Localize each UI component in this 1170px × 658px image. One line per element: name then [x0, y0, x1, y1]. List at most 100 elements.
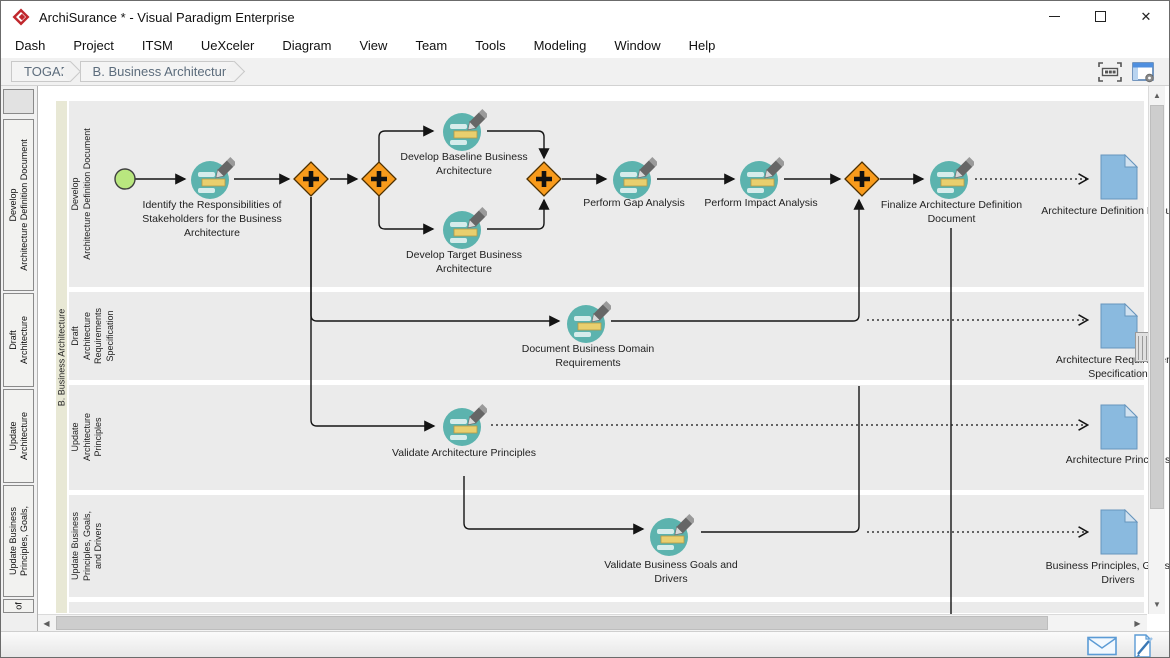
task-icon	[191, 156, 237, 199]
document-label: Architecture Principles	[1065, 454, 1169, 466]
fit-to-window-button[interactable]	[1097, 61, 1123, 83]
diagram-window-icon	[1132, 61, 1154, 82]
document-architecture-requirements-specification[interactable]	[1100, 302, 1139, 349]
messages-button[interactable]	[1087, 636, 1117, 657]
lane-label-update-ap: Update Architecture Principles	[70, 412, 104, 462]
task-label: Validate Architecture Principles	[392, 447, 536, 459]
scroll-down-button[interactable]: ▼	[1153, 600, 1161, 609]
task-icon	[443, 206, 489, 249]
document-architecture-definition-document[interactable]	[1100, 153, 1139, 200]
titlebar: ArchiSurance * - Visual Paradigm Enterpr…	[1, 1, 1169, 33]
maximize-button[interactable]	[1077, 1, 1123, 32]
menu-item-project[interactable]: Project	[73, 38, 114, 53]
breadcrumb-item-business-architecture[interactable]: B. Business Architecture	[79, 61, 236, 82]
vertical-scrollbar-thumb[interactable]	[1150, 105, 1164, 509]
document-icon	[1100, 508, 1139, 555]
pool-label: B. Business Architecture	[56, 308, 67, 407]
tab-develop-architecture-definition-document[interactable]: Develop Architecture Definition Document	[3, 119, 34, 291]
task-perform-impact-analysis[interactable]	[738, 156, 786, 202]
tab-draft-architecture[interactable]: Draft Architecture	[3, 293, 34, 387]
mail-icon	[1087, 636, 1117, 656]
breadcrumb: TOGAF B. Business Architecture	[1, 58, 1169, 86]
scroll-left-button[interactable]: ◀	[43, 618, 50, 628]
tabstrip-corner[interactable]	[3, 89, 34, 114]
close-icon: ✕	[1140, 8, 1152, 24]
minimize-button[interactable]	[1031, 1, 1077, 32]
menu-item-itsm[interactable]: ITSM	[141, 38, 173, 53]
task-label: Document Business Domain Requirements	[521, 343, 655, 370]
task-document-business-domain-requirements[interactable]	[565, 300, 613, 346]
document-icon	[1100, 153, 1139, 200]
task-icon	[567, 300, 613, 343]
document-business-principles-goals-drivers[interactable]	[1100, 508, 1139, 555]
menu-item-modeling[interactable]: Modeling	[533, 38, 587, 53]
minimize-icon	[1048, 16, 1060, 17]
window-title: ArchiSurance * - Visual Paradigm Enterpr…	[39, 9, 295, 25]
task-validate-architecture-principles[interactable]	[441, 403, 489, 449]
diagram-window-button[interactable]	[1131, 61, 1157, 83]
menu-item-view[interactable]: View	[359, 38, 388, 53]
tab-label: Update Business Principles, Goals,	[7, 505, 29, 577]
task-icon	[740, 156, 786, 199]
task-validate-business-goals-and-drivers[interactable]	[648, 513, 696, 559]
lane-label-update-bpgd: Update Business Principles, Goals, and D…	[70, 510, 104, 582]
pool-business-architecture[interactable]	[56, 101, 67, 613]
menubar: Dash Project ITSM UeXceler Diagram View …	[1, 33, 1169, 58]
visual-paradigm-logo-icon	[12, 8, 30, 26]
tab-label: Update Architecture	[7, 411, 29, 461]
task-develop-baseline-business-architecture[interactable]	[441, 108, 489, 154]
fit-to-window-icon	[1098, 62, 1122, 82]
tab-label: Draft Architecture	[7, 315, 29, 365]
menu-item-team[interactable]: Team	[415, 38, 448, 53]
lane-label-draft-ars: Draft Architecture Requirements Specific…	[70, 307, 116, 365]
task-develop-target-business-architecture[interactable]	[441, 206, 489, 252]
task-label: Perform Impact Analysis	[704, 197, 818, 209]
task-icon	[930, 156, 976, 199]
scroll-right-button[interactable]: ▶	[1134, 618, 1141, 628]
task-perform-gap-analysis[interactable]	[611, 156, 659, 202]
menu-item-tools[interactable]: Tools	[475, 38, 506, 53]
tabstrip-footer	[1, 614, 38, 631]
document-label: Business Principles, Goals and Drivers	[1045, 560, 1169, 587]
task-icon	[443, 403, 489, 446]
lane-partial[interactable]	[69, 602, 1144, 613]
task-label: Develop Baseline Business Architecture	[400, 151, 528, 178]
document-architecture-principles[interactable]	[1100, 403, 1139, 450]
diagram-workspace: B. Business Architecture Develop Archite…	[1, 86, 1169, 614]
close-button[interactable]: ✕	[1123, 1, 1169, 32]
document-label: Architecture Definition Document	[1041, 205, 1169, 217]
menu-item-diagram[interactable]: Diagram	[282, 38, 332, 53]
maximize-icon	[1094, 11, 1106, 22]
task-finalize-architecture-definition-document[interactable]	[928, 156, 976, 202]
lane-develop-architecture-definition-document[interactable]	[69, 101, 1144, 287]
vertical-scrollbar[interactable]: ▲ ▼	[1148, 86, 1165, 614]
lane-resize-handle[interactable]	[1135, 332, 1149, 362]
tab-label: Develop Architecture Definition Document	[7, 139, 29, 271]
menu-item-window[interactable]: Window	[614, 38, 661, 53]
task-identify-responsibilities[interactable]	[189, 156, 237, 202]
horizontal-scrollbar-thumb[interactable]	[56, 616, 1048, 630]
menu-item-dash[interactable]: Dash	[15, 38, 46, 53]
menu-item-help[interactable]: Help	[688, 38, 716, 53]
statusbar	[1, 631, 1169, 657]
lane-label-develop-add: Develop Architecture Definition Document	[70, 128, 92, 260]
tab-label: of	[12, 602, 23, 610]
lane-update-architecture-principles[interactable]	[69, 385, 1144, 490]
task-label: Finalize Architecture Definition Documen…	[880, 199, 1023, 226]
task-icon	[650, 513, 696, 556]
document-icon	[1100, 302, 1139, 349]
edit-document-button[interactable]	[1131, 634, 1155, 657]
menu-item-uexceler[interactable]: UeXceler	[200, 38, 255, 53]
task-label: Identify the Responsibilities of Stakeho…	[142, 199, 282, 240]
hscroll-row: ◀ ▶	[1, 614, 1169, 631]
tab-update-architecture[interactable]: Update Architecture	[3, 389, 34, 483]
task-label: Validate Business Goals and Drivers	[604, 559, 738, 586]
task-label: Develop Target Business Architecture	[406, 249, 522, 276]
task-icon	[613, 156, 659, 199]
tab-update-business-principles-goals[interactable]: Update Business Principles, Goals,	[3, 485, 34, 597]
horizontal-scrollbar[interactable]: ◀ ▶	[38, 614, 1147, 631]
tab-partial[interactable]: of	[3, 599, 34, 613]
breadcrumb-item-togaf[interactable]: TOGAF	[11, 61, 71, 82]
scroll-up-button[interactable]: ▲	[1153, 91, 1161, 100]
